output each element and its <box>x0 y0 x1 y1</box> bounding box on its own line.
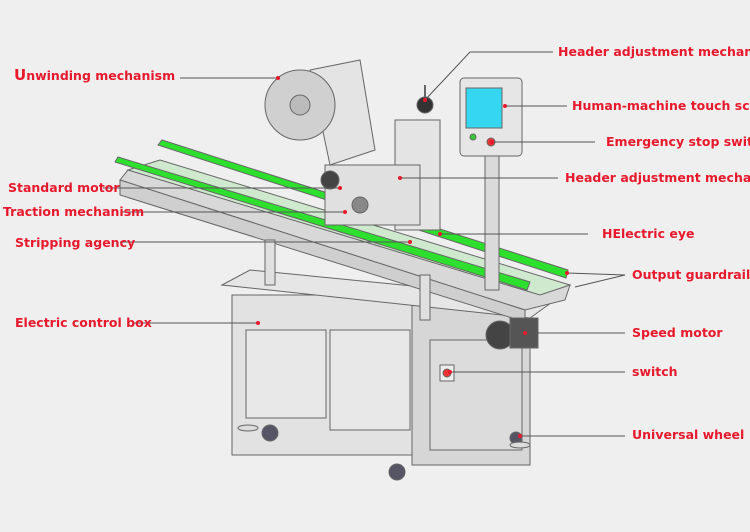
label-header-adjustment-mid: Header adjustment mechanism <box>565 170 750 185</box>
label-standard-motor: Standard motor <box>8 180 120 195</box>
label-stripping-agency: Stripping agency <box>15 235 136 250</box>
wheel <box>261 424 279 442</box>
label-output-guardrail: Output guardrail <box>632 267 750 282</box>
label-traction-mechanism: Traction mechanism <box>3 204 145 219</box>
label-unwinding-mechanism: Unwinding mechanism <box>14 66 176 84</box>
guardrail-front <box>114 156 531 291</box>
label-speed-motor: Speed motor <box>632 325 723 340</box>
touch-screen <box>465 87 503 129</box>
label-emergency-stop: Emergency stop switch <box>606 134 750 149</box>
label-switch: switch <box>632 364 678 379</box>
wheel <box>388 463 406 481</box>
label-electric-eye: HElectric eye <box>602 226 695 241</box>
label-touch-screen: Human-machine touch screen <box>572 98 750 113</box>
label-electric-control-box: Electric control box <box>15 315 152 330</box>
label-universal-wheel: Universal wheel <box>632 427 745 442</box>
label-header-adjustment-top: Header adjustment mechanism <box>558 44 750 59</box>
